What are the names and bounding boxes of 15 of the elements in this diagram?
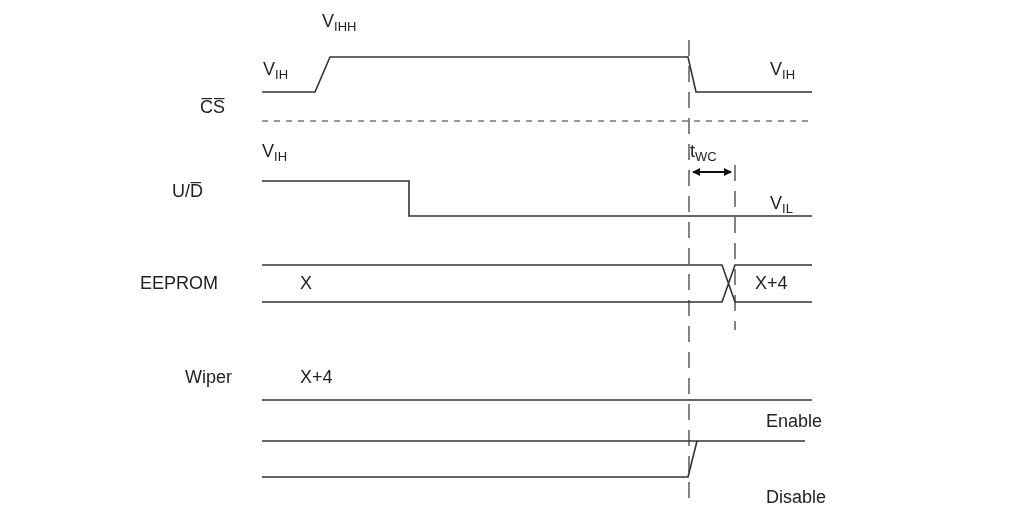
signal-name: U/D̅ — [172, 180, 203, 202]
signal-name: Wiper — [185, 366, 232, 388]
bus-value: X+4 — [755, 272, 788, 294]
bus-value: X — [300, 272, 312, 294]
timing-parameter-label: t$_{WC}$ — [690, 140, 717, 166]
voltage-level-label: V$_{IL}$ — [770, 192, 793, 218]
state-label: Disable — [766, 486, 827, 508]
signal-name: EEPROM — [140, 272, 218, 294]
signal-name: C̅S̅ — [200, 96, 225, 118]
state-label: Enable — [766, 410, 823, 432]
voltage-level-label: V$_{IH}$ — [262, 140, 287, 166]
voltage-level-label: V$_{IHH}$ — [322, 10, 357, 36]
bus-value: X+4 — [300, 366, 333, 388]
voltage-level-label: V$_{IH}$ — [263, 58, 288, 84]
voltage-level-label: V$_{IH}$ — [770, 58, 795, 84]
